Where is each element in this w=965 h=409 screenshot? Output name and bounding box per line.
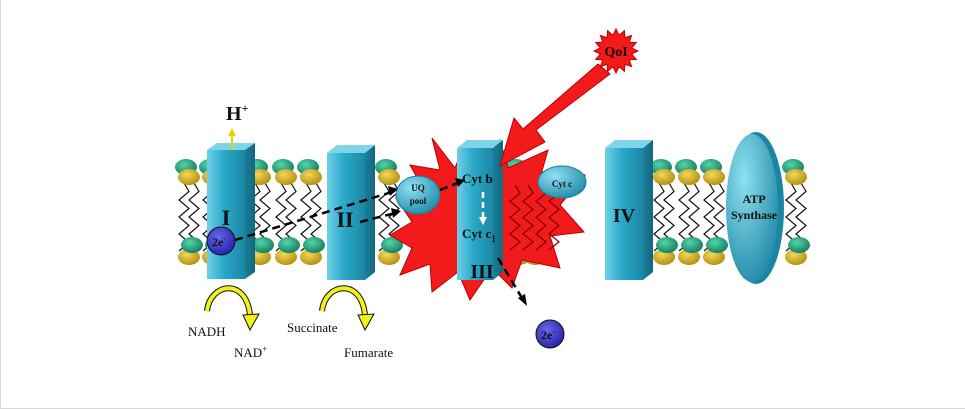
lipid-head: [703, 249, 725, 265]
arrowhead-to-uq: [388, 186, 398, 196]
electron-transfer-paths: [234, 180, 524, 299]
lipid-head: [703, 169, 725, 185]
lipid-head: [178, 249, 200, 265]
proton-pump-arrowhead: [228, 128, 236, 136]
qoi-starburst-icon[interactable]: QoI: [592, 27, 640, 75]
lipid-head: [300, 249, 322, 265]
lipid-head: [378, 249, 400, 265]
lipid-head: [678, 169, 700, 185]
complex-III[interactable]: III Cyt b Cyt c1: [457, 140, 503, 283]
atp-synthase-label-2: Synthase: [731, 208, 778, 222]
lipid-head: [656, 237, 678, 253]
electron-icon-complex-I: 2e-: [206, 226, 236, 256]
qoi-inhibition-arrow: [499, 63, 611, 167]
complex-IV[interactable]: IV: [605, 140, 653, 280]
cytb-to-cytc1-arrowhead: [479, 217, 487, 225]
nad-label: NAD+: [234, 344, 267, 360]
lipid-head: [681, 237, 703, 253]
nadh-oxidation-arrow: [204, 285, 260, 332]
succinate-oxidation-arrow: [319, 285, 375, 332]
lipid-head: [785, 249, 807, 265]
complex-IV-label: IV: [613, 205, 636, 227]
nadh-label: NADH: [188, 324, 226, 339]
complex-I-label: I: [222, 205, 231, 230]
electron-path-out: [496, 257, 524, 299]
lipid-head: [788, 237, 810, 253]
lipid-head: [252, 237, 274, 253]
svg-text:2e-: 2e-: [212, 234, 226, 249]
lipid-head: [278, 237, 300, 253]
electron-path-UQ-to-cytb: [439, 180, 461, 192]
uq-pool-label-1: UQ: [411, 183, 425, 193]
lipid-head: [300, 169, 322, 185]
burst-strand: [535, 184, 547, 251]
arrowhead-to-uq-2: [391, 208, 401, 218]
lipid-head: [381, 237, 403, 253]
electron-path-II-to-UQ: [359, 211, 396, 224]
arrowhead-to-cytb: [455, 178, 465, 187]
atp-synthase-label-1: ATP: [742, 192, 765, 206]
lipid-head: [275, 249, 297, 265]
cyt-b-label: Cyt b: [462, 171, 493, 186]
lipid-head: [181, 237, 203, 253]
lipid-head: [678, 249, 700, 265]
qoi-label: QoI: [604, 45, 627, 60]
electron-icon-released: 2e-: [535, 319, 565, 349]
cyt-c-label: Cyt c: [552, 179, 572, 189]
uq-pool[interactable]: UQ pool: [395, 175, 441, 215]
uq-pool-label-2: pool: [410, 196, 427, 206]
succinate-label: Succinate: [287, 320, 338, 335]
lipid-head: [303, 237, 325, 253]
complex-I[interactable]: I: [207, 143, 255, 279]
complex-II-label: II: [336, 207, 353, 232]
arrowhead-electron-out: [518, 294, 527, 306]
lipid-head: [706, 237, 728, 253]
cytochrome-c[interactable]: Cyt c: [537, 165, 587, 199]
lipid-head: [653, 249, 675, 265]
burst-strand: [522, 184, 534, 251]
complex-II[interactable]: II: [327, 145, 375, 280]
fumarate-label: Fumarate: [344, 345, 393, 360]
lipid-head: [178, 169, 200, 185]
electron-path-I-to-UQ: [234, 190, 393, 242]
lipid-head: [653, 169, 675, 185]
proton-label: H+: [226, 101, 249, 125]
atp-synthase[interactable]: ATP Synthase: [726, 132, 784, 284]
burst-strand: [509, 184, 521, 251]
lipid-head: [275, 169, 297, 185]
lipid-head: [785, 169, 807, 185]
cyt-c1-label: Cyt c1: [462, 226, 496, 244]
lipid-head: [378, 169, 400, 185]
complex-III-label: III: [470, 261, 494, 283]
svg-text:2e-: 2e-: [541, 327, 555, 342]
